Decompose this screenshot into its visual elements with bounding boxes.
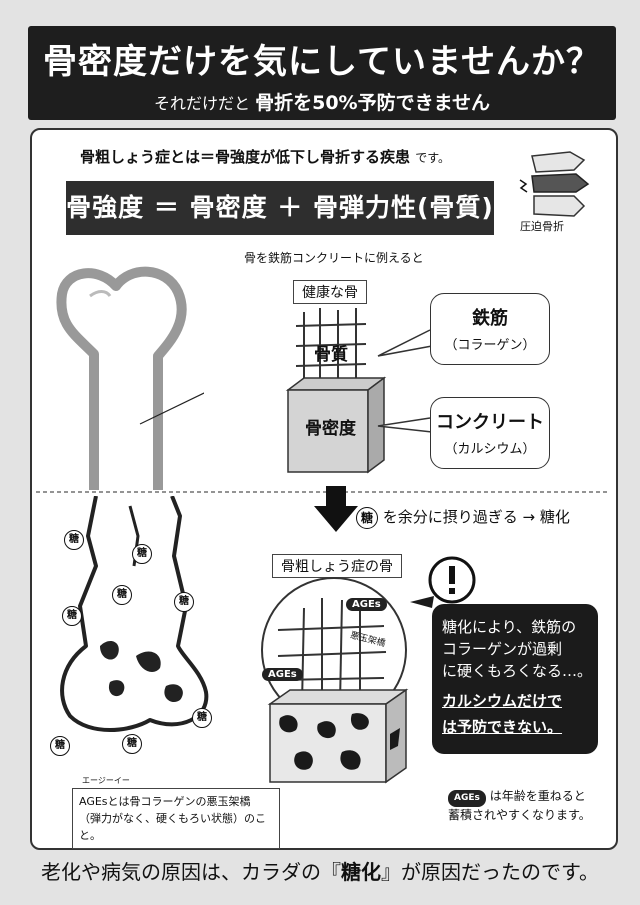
warning-line: に硬くもろくなる…。 bbox=[442, 662, 593, 680]
page-title: 骨密度だけを気にしていませんか？ bbox=[43, 42, 601, 82]
sugar-mark-icon: 糖 bbox=[174, 592, 194, 612]
spine-illustration bbox=[519, 151, 590, 217]
warning-strong-line: は予防できない。 bbox=[442, 718, 563, 736]
ages-accum-line: は年齢を重ねると bbox=[489, 789, 586, 803]
warning-line: 糖化により、鉄筋の bbox=[442, 618, 577, 636]
callout-pointers bbox=[377, 329, 433, 433]
definition-main: 骨粗しょう症とは＝骨強度が低下し骨折する疾患 bbox=[80, 148, 411, 166]
osteoporotic-bone-illustration bbox=[60, 496, 209, 732]
footer-pre: 老化や病気の原因は、カラダの『 bbox=[41, 860, 341, 884]
healthy-bone-label: 健康な骨 bbox=[293, 280, 367, 304]
healthy-block-illustration bbox=[285, 308, 387, 474]
down-arrow-icon bbox=[314, 486, 358, 532]
bone-quality-label: 骨質 bbox=[314, 345, 348, 365]
osteoporotic-block-illustration bbox=[261, 577, 409, 784]
concrete-callout: コンクリート （カルシウム） bbox=[430, 397, 550, 469]
sugar-mark-icon: 糖 bbox=[64, 530, 84, 550]
section-divider bbox=[36, 486, 608, 532]
rebar-title: 鉄筋 bbox=[472, 308, 508, 329]
ages-note-line: （弾力がなく、硬くもろい状態）のこと。 bbox=[79, 812, 266, 842]
rebar-sub: （コラーゲン） bbox=[444, 338, 536, 353]
compression-fracture-label: 圧迫骨折 bbox=[520, 220, 564, 233]
sugar-mark-icon: 糖 bbox=[50, 736, 70, 756]
analogy-text: 骨を鉄筋コンクリートに例えると bbox=[244, 251, 424, 265]
subtitle-pre: それだけだと bbox=[153, 94, 250, 113]
concrete-title: コンクリート bbox=[436, 412, 544, 433]
sugar-mark-icon: 糖 bbox=[112, 585, 132, 605]
bone-density-label: 骨密度 bbox=[305, 419, 356, 439]
ages-tag: AGEs bbox=[346, 598, 387, 611]
subtitle-bold: 骨折を50%予防できません bbox=[255, 92, 491, 114]
page-subtitle: それだけだと 骨折を50%予防できません bbox=[28, 88, 616, 115]
sugar-mark-icon: 糖 bbox=[132, 544, 152, 564]
ages-tag: AGEs bbox=[262, 668, 303, 681]
warning-icon bbox=[410, 556, 476, 608]
healthy-bone-illustration bbox=[56, 266, 204, 490]
footer-text: 老化や病気の原因は、カラダの『糖化』が原因だったのです。 bbox=[0, 856, 640, 885]
sugar-text-body: を余分に摂り過ぎる → 糖化 bbox=[382, 508, 570, 526]
warning-box: 糖化により、鉄筋の コラーゲンが過剰 に硬くもろくなる…。 カルシウムだけで は… bbox=[432, 604, 598, 754]
definition-text: 骨粗しょう症とは＝骨強度が低下し骨折する疾患 です。 bbox=[80, 146, 450, 167]
ages-pill: AGEs bbox=[448, 790, 486, 807]
footer-bold: 糖化 bbox=[341, 860, 381, 884]
ages-accumulate-note: AGEs は年齢を重ねると 蓄積されやすくなります。 bbox=[448, 788, 591, 824]
header-banner: 骨密度だけを気にしていませんか？ それだけだと 骨折を50%予防できません bbox=[28, 26, 616, 120]
ages-note-line: AGEsとは骨コラーゲンの悪玉架橋 bbox=[79, 795, 251, 808]
ages-accum-line: 蓄積されやすくなります。 bbox=[448, 808, 591, 822]
sugar-glycation-text: 糖 を余分に摂り過ぎる → 糖化 bbox=[356, 506, 570, 529]
concrete-sub: （カルシウム） bbox=[444, 442, 536, 457]
footer-post: 』が原因だったのです。 bbox=[381, 860, 599, 884]
definition-suffix: です。 bbox=[415, 151, 451, 165]
warning-strong-text: カルシウムだけで は予防できない。 bbox=[442, 688, 562, 740]
formula-banner: 骨強度 ＝ 骨密度 ＋ 骨弾力性(骨質) bbox=[66, 181, 494, 235]
warning-strong-line: カルシウムだけで bbox=[442, 692, 563, 710]
sugar-circle-icon: 糖 bbox=[356, 507, 378, 529]
ages-ruby: エージーイー bbox=[82, 776, 130, 785]
sugar-mark-icon: 糖 bbox=[122, 734, 142, 754]
warning-line: コラーゲンが過剰 bbox=[442, 640, 563, 658]
sugar-mark-icon: 糖 bbox=[192, 708, 212, 728]
sugar-mark-icon: 糖 bbox=[62, 606, 82, 626]
warning-text: 糖化により、鉄筋の コラーゲンが過剰 に硬くもろくなる…。 bbox=[442, 616, 592, 682]
ages-definition-note: AGEsとは骨コラーゲンの悪玉架橋 （弾力がなく、硬くもろい状態）のこと。 bbox=[72, 788, 280, 849]
rebar-callout: 鉄筋 （コラーゲン） bbox=[430, 293, 550, 365]
